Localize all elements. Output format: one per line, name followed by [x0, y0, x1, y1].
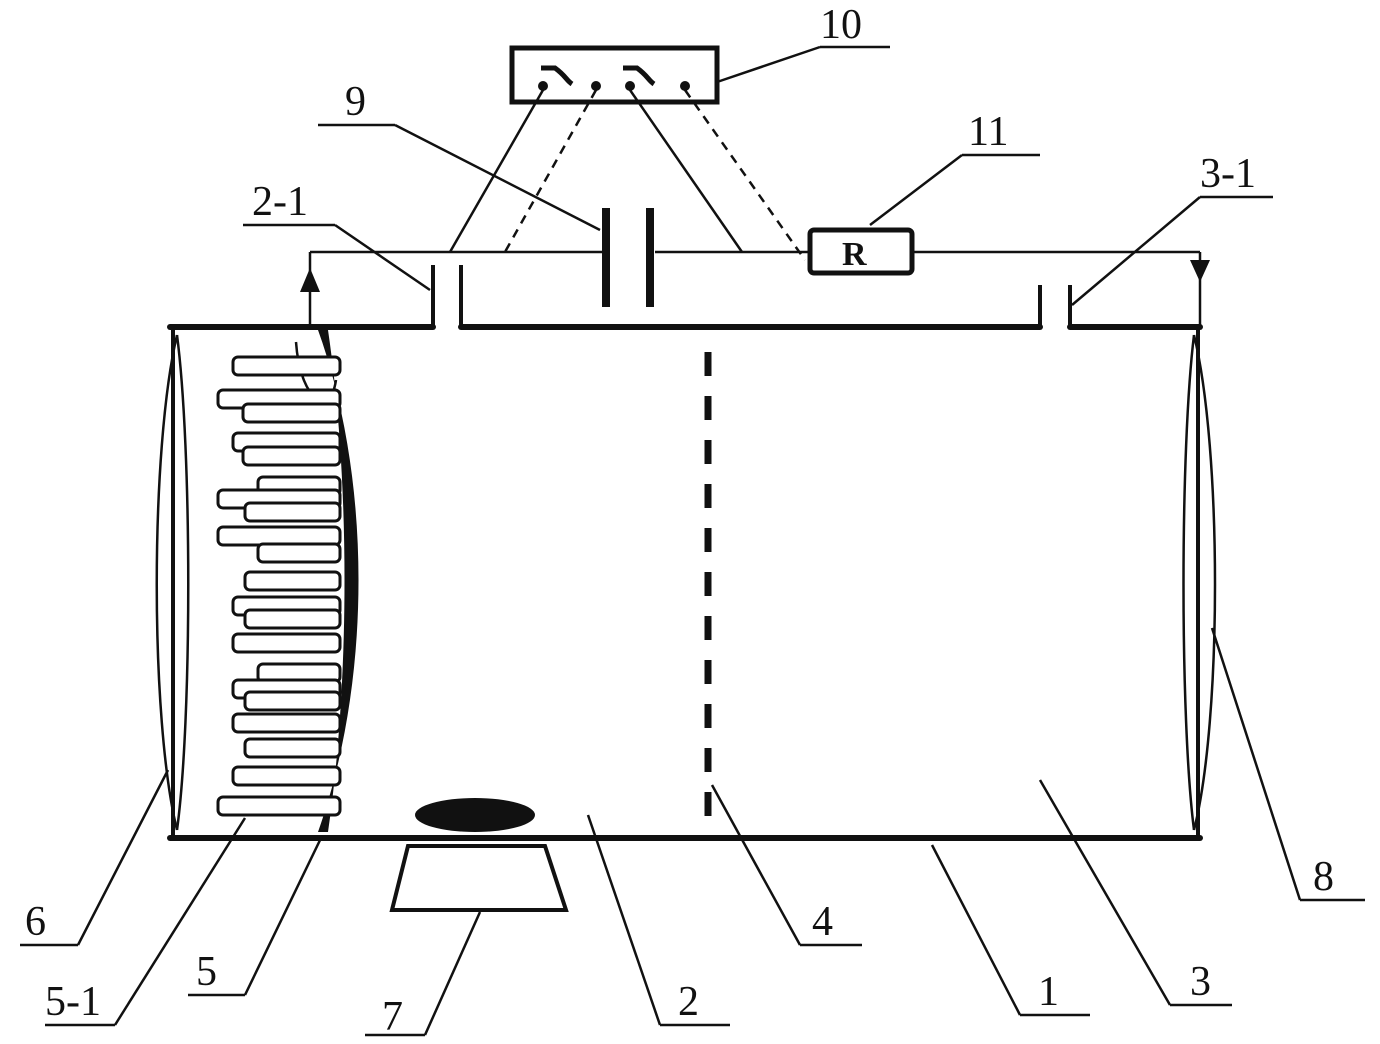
arrow-down-icon: [1190, 260, 1210, 282]
fin: [256, 542, 342, 564]
fin-array: [216, 355, 342, 817]
left-window: [155, 334, 190, 831]
fin: [241, 402, 342, 424]
switch-connections: [448, 89, 807, 261]
label-5: 5: [196, 949, 217, 995]
fin: [231, 632, 342, 654]
labels: 10 9 11 2-1 3-1 6 8 4 5 3 1 2 5-1 7: [25, 2, 1334, 1040]
leader-lines: [20, 45, 1365, 1037]
fin: [243, 737, 342, 759]
fin: [216, 795, 342, 817]
label-8: 8: [1313, 854, 1334, 900]
fin: [231, 765, 342, 787]
switch-box: [509, 45, 720, 105]
capacitor: [602, 208, 654, 307]
fin: [231, 712, 342, 734]
fin: [243, 608, 342, 630]
circuit-wires: [308, 250, 1202, 325]
fin: [241, 445, 342, 467]
port-3-1: [1038, 285, 1072, 327]
fin: [231, 355, 342, 377]
fin: [243, 570, 342, 592]
label-11: 11: [968, 109, 1008, 155]
port-2-1: [431, 265, 463, 327]
fin: [243, 501, 342, 523]
label-6: 6: [25, 899, 46, 945]
resistor: R: [807, 227, 915, 276]
label-7: 7: [382, 994, 403, 1040]
label-3: 3: [1190, 959, 1211, 1005]
housing: [167, 324, 1203, 841]
fin: [243, 690, 342, 712]
label-2: 2: [678, 979, 699, 1025]
label-9: 9: [345, 79, 366, 125]
label-2-1: 2-1: [252, 179, 308, 225]
label-3-1: 3-1: [1200, 151, 1256, 197]
label-10: 10: [820, 2, 862, 48]
right-window: [1182, 334, 1217, 831]
arrow-up-icon: [300, 268, 320, 292]
resistor-label: R: [842, 236, 867, 273]
label-1: 1: [1038, 969, 1059, 1015]
label-5-1: 5-1: [45, 979, 101, 1025]
label-4: 4: [812, 899, 833, 945]
fin: [216, 525, 342, 547]
magnetic-stirrer: [389, 798, 569, 912]
